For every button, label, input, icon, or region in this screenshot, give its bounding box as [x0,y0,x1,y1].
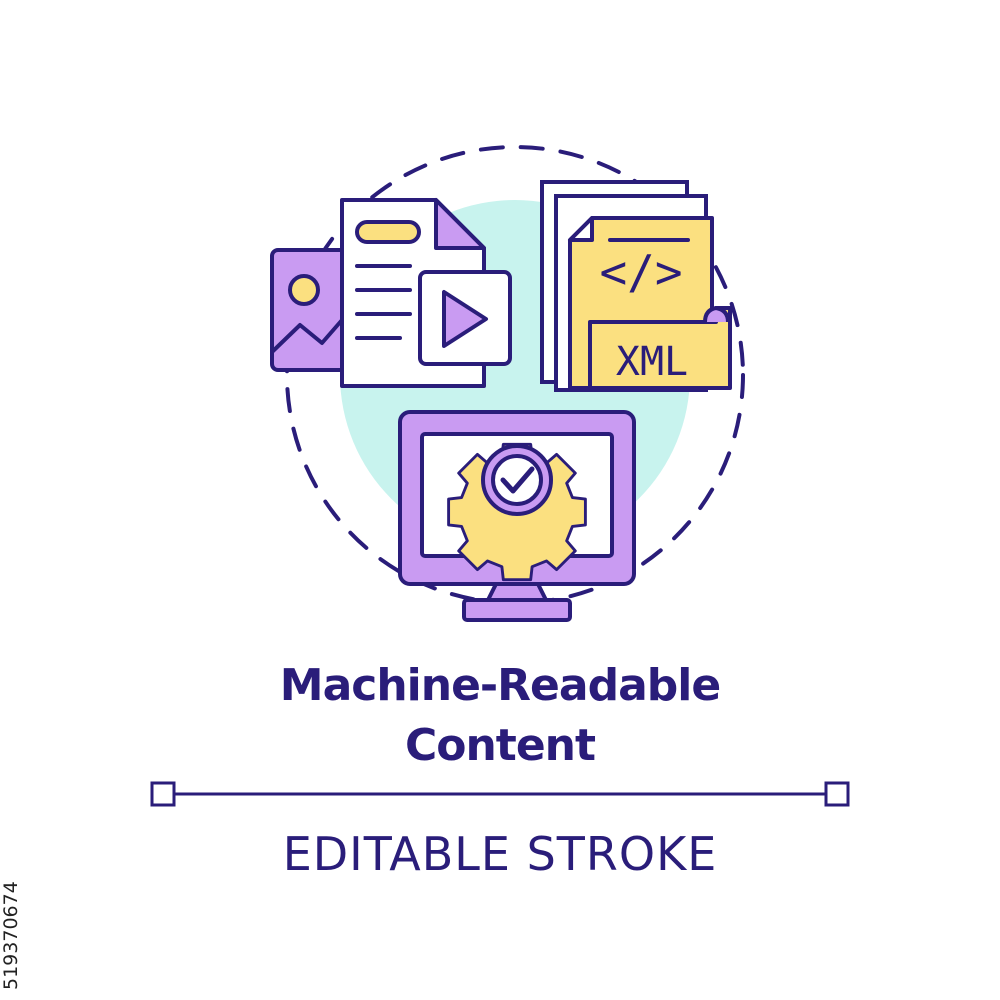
image-id-text: 519370674 [2,881,22,990]
title-line-1: Machine-Readable [279,660,721,711]
divider-left-handle [150,781,176,807]
video-play-icon [418,270,512,366]
xml-label: XML [616,339,688,385]
xml-file-icon: XML [588,305,732,390]
editable-stroke-caption: EDITABLE STROKE [282,827,718,881]
code-symbol-label: </> [599,245,682,299]
divider-right-handle [824,781,850,807]
check-icon [481,444,553,516]
image-id-watermark: 519370674 [2,881,22,990]
title-line-2: Content [404,720,596,771]
machine-readable-content-illustration: </> XML [270,145,745,622]
editable-stroke-divider [150,781,850,807]
